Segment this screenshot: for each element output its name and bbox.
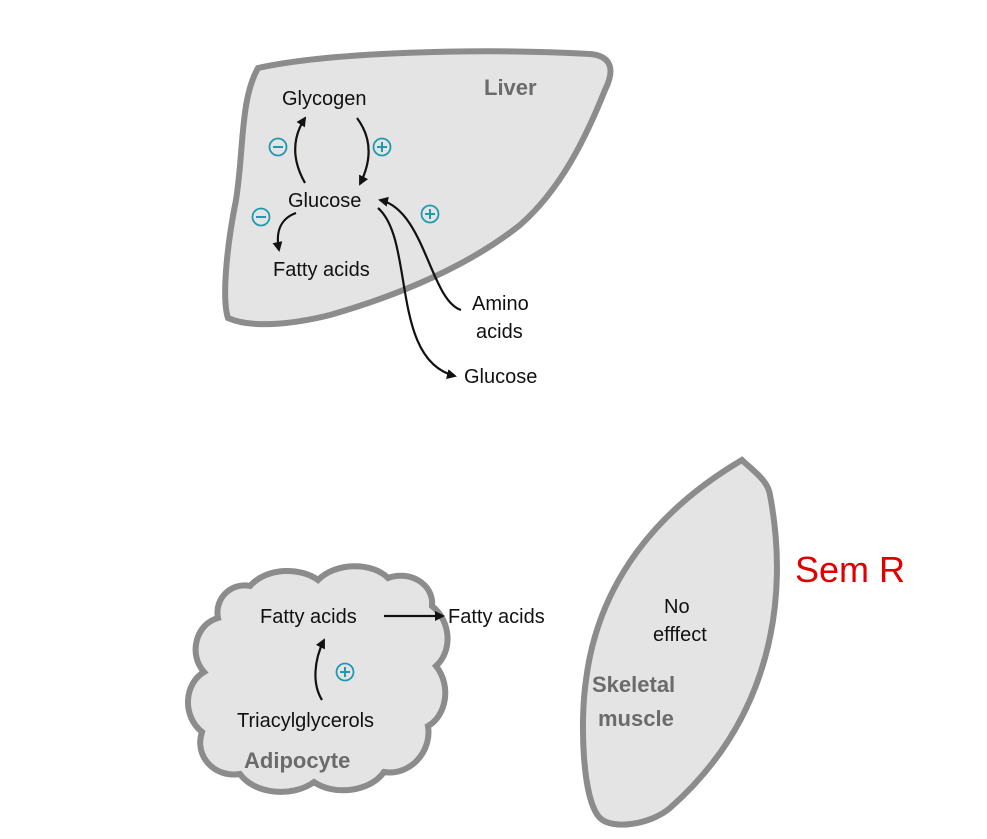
liver-shape [222,48,614,328]
skeletal-muscle-label-line1: Skeletal [592,672,675,697]
no-effect-label-line1: No [664,596,690,618]
skeletal-muscle-label-line2: muscle [598,706,674,731]
fatty-acids-liver-label: Fatty acids [273,259,370,281]
glycogen-label: Glycogen [282,88,367,110]
amino-acids-label-line1: Amino [472,293,529,315]
adipocyte-label: Adipocyte [244,748,350,773]
glycogenolysis-arrow [356,117,370,186]
lipogenesis-arrow [272,211,297,252]
sem-r-note: Sem R [795,549,905,590]
triacylglycerols-label: Triacylglycerols [237,710,374,732]
fatty-acids-adipocyte-label: Fatty acids [260,606,357,628]
plus-circle-icon [420,204,440,224]
glucose-out-label: Glucose [464,366,537,388]
adipocyte-shape [185,563,451,795]
glycogenesis-arrow [294,116,307,184]
fatty-acids-out-label: Fatty acids [448,606,545,628]
adipocyte-group: Fatty acids Triacylglycerols Adipocyte F… [185,563,545,795]
liver-group: Liver Glycogen Glucose Fatty acids Amino… [222,48,614,388]
plus-circle-icon [335,662,355,682]
liver-label: Liver [484,75,537,100]
minus-circle-icon [251,207,271,227]
minus-circle-icon [268,137,288,157]
no-effect-label-line2: efffect [653,624,707,646]
lipolysis-arrow [314,638,325,701]
skeletal-muscle-shape [579,456,780,828]
muscle-group: No efffect Skeletal muscle [579,456,780,828]
glucose-inner-label: Glucose [288,190,361,212]
amino-acids-label-line2: acids [476,321,523,343]
gluconeogenesis-arrow [378,196,462,312]
glucose-release-arrow [377,207,457,379]
plus-circle-icon [372,137,392,157]
